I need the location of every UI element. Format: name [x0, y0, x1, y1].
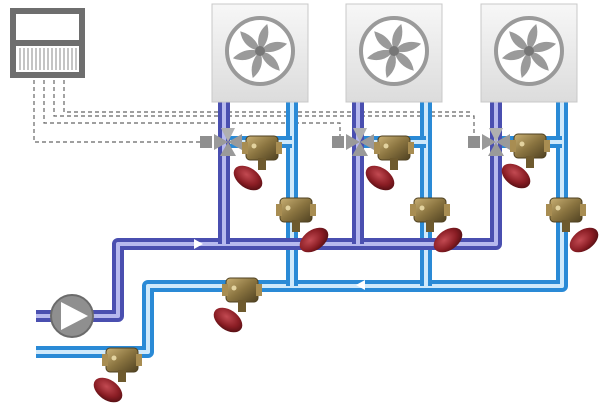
fan-icon: [494, 16, 564, 86]
fan-coil-units: [211, 3, 578, 103]
fan-icon: [225, 16, 295, 86]
thermostat-controller-icon: [10, 8, 85, 78]
balancing-valve-4: [276, 197, 329, 253]
balancing-valve-2: [365, 135, 414, 191]
return-flow-arrow-icon: [356, 280, 365, 290]
fan-coil-unit-3: [480, 3, 578, 103]
control-lines: [33, 80, 475, 143]
pump-icon: [50, 294, 94, 338]
fan-coil-unit-2: [345, 3, 443, 103]
three-way-valve-2: [332, 128, 374, 156]
balancing-valve-8: [93, 347, 142, 403]
balancing-valve-5: [410, 197, 463, 253]
balancing-valve-1: [233, 135, 282, 191]
flow-arrows: [194, 239, 365, 290]
three-way-valve-1: [200, 128, 242, 156]
balancing-valve-7: [213, 277, 262, 333]
three-way-valve-3: [468, 128, 510, 156]
balancing-valve-3: [501, 133, 550, 189]
supply-flow-arrow-icon: [194, 239, 203, 249]
balancing-valve-6: [546, 197, 599, 253]
fan-coil-unit-1: [211, 3, 309, 103]
fan-icon: [359, 16, 429, 86]
valves: [93, 128, 599, 403]
